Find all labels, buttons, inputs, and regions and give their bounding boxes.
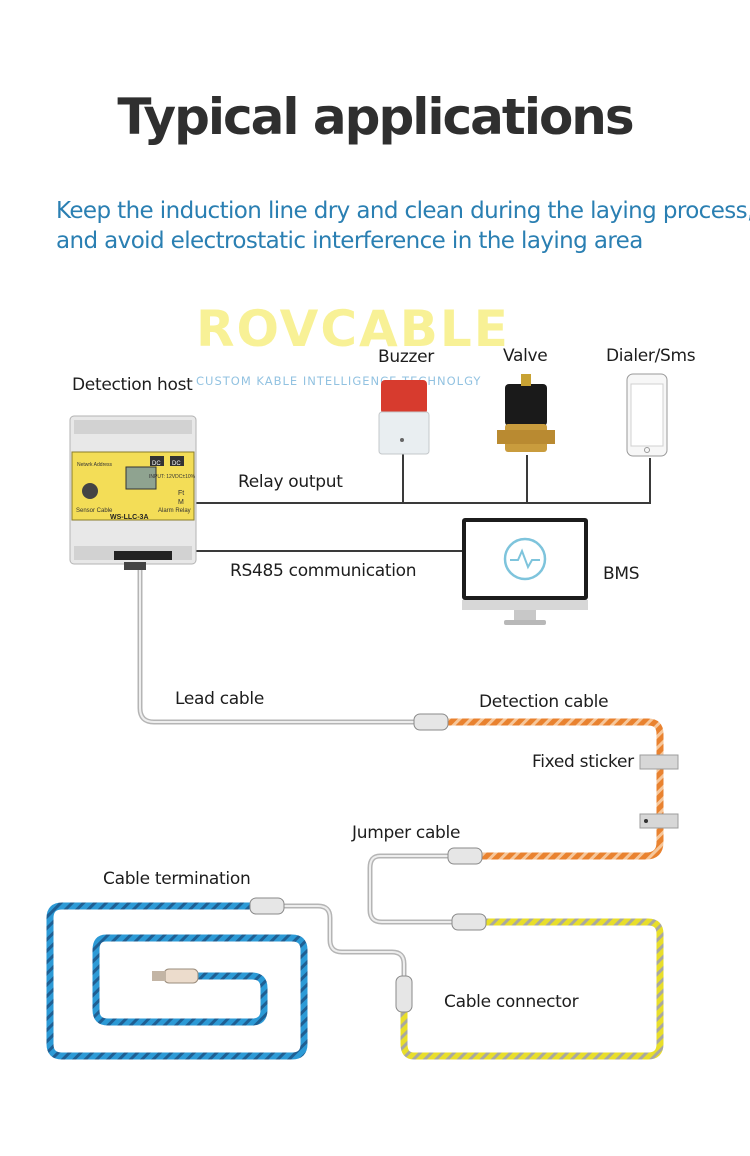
yellow-sensing-cable <box>400 918 664 1060</box>
device-alarm-label: Alarm Relay <box>158 508 191 514</box>
label-rs485: RS485 communication <box>230 561 417 581</box>
detection-host-device <box>69 415 197 570</box>
device-dc-label-1: DC <box>152 461 161 467</box>
connector-icon <box>249 713 487 1013</box>
label-detection-host: Detection host <box>72 375 193 395</box>
label-fixed-sticker: Fixed sticker <box>532 752 634 772</box>
relay-wiring <box>196 452 651 504</box>
valve-icon <box>497 374 555 452</box>
subtitle-line-2: and avoid electrostatic interference in … <box>56 228 643 254</box>
label-relay-output: Relay output <box>238 472 343 492</box>
label-jumper-cable: Jumper cable <box>352 823 461 843</box>
label-buzzer: Buzzer <box>378 347 434 367</box>
label-bms: BMS <box>603 564 640 584</box>
blue-sensing-cable <box>46 902 308 1060</box>
label-lead-cable: Lead cable <box>175 689 264 709</box>
device-model-label: WS-LLC-3A <box>110 514 149 521</box>
device-m-label: M <box>178 499 184 506</box>
label-cable-termination: Cable termination <box>103 869 251 889</box>
label-cable-connector: Cable connector <box>444 992 579 1012</box>
label-detection-cable: Detection cable <box>479 692 609 712</box>
phone-icon <box>626 373 668 457</box>
device-ft-label: Ft <box>178 490 184 497</box>
device-input-label: INPUT: 12VDC±10% <box>149 474 196 480</box>
watermark-logo: ROVCABLE <box>196 300 510 358</box>
cable-termination-icon <box>152 968 199 984</box>
fixed-sticker-icon <box>639 754 679 829</box>
device-address-label: Netwrk Address <box>77 462 113 468</box>
label-dialer-sms: Dialer/Sms <box>606 346 696 366</box>
jumper-cable <box>367 853 456 925</box>
subtitle-line-1: Keep the induction line dry and clean du… <box>56 198 750 224</box>
device-dc-label-2: DC <box>172 461 181 467</box>
detection-cable <box>446 718 664 860</box>
device-sensor-label: Sensor Cable <box>76 508 113 514</box>
page-title: Typical applications <box>117 88 634 146</box>
bms-monitor-icon <box>462 518 588 625</box>
label-valve: Valve <box>503 346 548 366</box>
buzzer-icon <box>378 380 430 455</box>
